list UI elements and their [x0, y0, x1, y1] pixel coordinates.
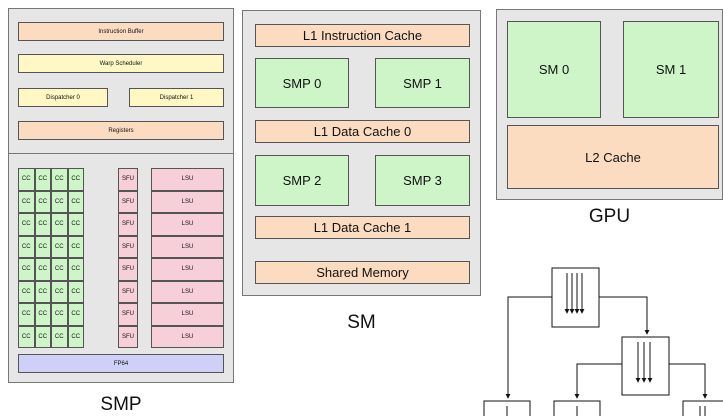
cuda-core: CC: [34, 235, 51, 258]
cuda-core: CC: [34, 280, 51, 303]
dispatcher-0: Dispatcher 0: [18, 88, 108, 107]
cuda-core: CC: [18, 325, 35, 348]
cuda-core: CC: [18, 213, 35, 236]
cuda-core: CC: [51, 303, 68, 326]
cuda-core: CC: [18, 190, 35, 213]
smp-1: SMP 1: [375, 58, 470, 108]
dispatcher-1: Dispatcher 1: [129, 88, 224, 107]
cuda-core: CC: [51, 280, 68, 303]
sfu-unit: SFU: [118, 258, 138, 281]
edge-root-left: [505, 296, 552, 399]
l1-data-cache-0: L1 Data Cache 0: [255, 120, 470, 143]
edge-root-right: [599, 296, 650, 335]
cuda-core: CC: [34, 213, 51, 236]
lsu-unit: LSU: [151, 258, 224, 281]
lsu-unit: LSU: [151, 213, 224, 236]
instruction-buffer: Instruction Buffer: [18, 22, 224, 41]
cuda-core: CC: [51, 235, 68, 258]
l1-instruction-cache: L1 Instruction Cache: [255, 24, 470, 47]
smp-panel: Instruction Buffer Warp Scheduler Dispat…: [8, 8, 234, 383]
cuda-core: CC: [51, 190, 68, 213]
lsu-unit: LSU: [151, 168, 224, 191]
cuda-core: CC: [34, 258, 51, 281]
sm-1: SM 1: [623, 21, 719, 118]
cuda-core: CC: [67, 325, 84, 348]
shared-memory: Shared Memory: [255, 261, 470, 284]
smp-caption: SMP: [100, 394, 142, 415]
smp-divider: [9, 153, 233, 154]
cuda-core: CC: [51, 168, 68, 191]
sfu-unit: SFU: [118, 235, 138, 258]
cuda-core: CC: [34, 303, 51, 326]
cuda-core: CC: [18, 168, 35, 191]
cuda-core: CC: [51, 213, 68, 236]
cuda-core: CC: [67, 190, 84, 213]
sm-panel: L1 Instruction Cache SMP 0 SMP 1 L1 Data…: [242, 10, 481, 296]
cuda-core: CC: [18, 303, 35, 326]
sfu-unit: SFU: [118, 213, 138, 236]
sfu-unit: SFU: [118, 325, 138, 348]
l1-data-cache-1: L1 Data Cache 1: [255, 216, 470, 239]
cuda-core: CC: [67, 168, 84, 191]
sfu-unit: SFU: [118, 303, 138, 326]
cuda-core: CC: [67, 258, 84, 281]
sfu-unit: SFU: [118, 168, 138, 191]
l2-cache: L2 Cache: [507, 125, 719, 189]
cuda-core: CC: [18, 258, 35, 281]
block-node-root: [551, 267, 600, 328]
cuda-core: CC: [51, 258, 68, 281]
lsu-unit: LSU: [151, 325, 224, 348]
lsu-unit: LSU: [151, 190, 224, 213]
cuda-core: CC: [34, 190, 51, 213]
gpu-panel: SM 0 SM 1 L2 Cache: [496, 9, 723, 200]
cuda-core: CC: [18, 280, 35, 303]
lsu-unit: LSU: [151, 303, 224, 326]
cuda-core: CC: [67, 235, 84, 258]
lsu-unit: LSU: [151, 235, 224, 258]
edge-child-right: [669, 363, 708, 399]
cuda-core: CC: [18, 235, 35, 258]
lsu-unit: LSU: [151, 280, 224, 303]
fp64-unit: FP64: [18, 354, 224, 373]
cuda-core: CC: [34, 325, 51, 348]
block-node-leaf-3: [682, 400, 723, 416]
smp-0: SMP 0: [255, 58, 349, 108]
cuda-core: CC: [67, 303, 84, 326]
cuda-core: CC: [34, 168, 51, 191]
edge-child-left: [574, 363, 622, 399]
block-node-child: [621, 336, 670, 396]
sm-caption: SM: [347, 312, 376, 333]
cuda-core: CC: [51, 325, 68, 348]
sfu-unit: SFU: [118, 190, 138, 213]
smp-2: SMP 2: [255, 155, 349, 206]
sfu-unit: SFU: [118, 280, 138, 303]
gpu-caption: GPU: [588, 206, 631, 227]
cuda-core: CC: [67, 280, 84, 303]
smp-3: SMP 3: [375, 155, 470, 206]
registers: Registers: [18, 121, 224, 140]
sm-0: SM 0: [507, 21, 601, 118]
cuda-core: CC: [67, 213, 84, 236]
warp-scheduler: Warp Scheduler: [18, 54, 224, 73]
